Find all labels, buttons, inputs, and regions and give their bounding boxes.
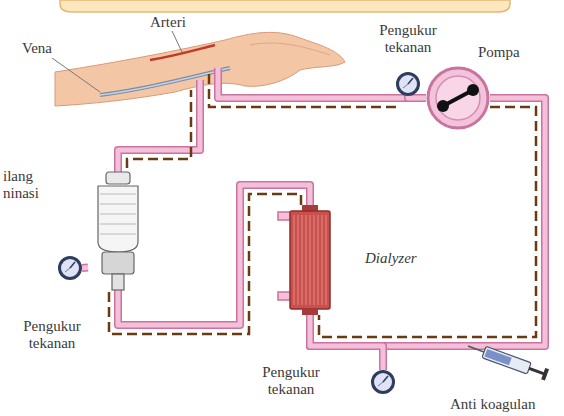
dialyzer-fiber bbox=[294, 215, 295, 305]
gauge-needle bbox=[383, 376, 388, 382]
gauge-needle bbox=[65, 268, 70, 272]
dialyzer-fiber bbox=[318, 215, 319, 305]
blood-tube bbox=[408, 96, 426, 98]
syringe-barrel bbox=[482, 346, 531, 374]
tube-highlight bbox=[118, 80, 200, 174]
gauge-label: Pengukur tekanan bbox=[251, 364, 331, 398]
blood-tube bbox=[310, 98, 545, 346]
air-trap-outline bbox=[88, 172, 148, 290]
hand-crease bbox=[250, 43, 330, 55]
vein-highlight bbox=[100, 68, 230, 95]
pressure-gauge: Pengukur tekanan bbox=[371, 370, 395, 394]
tube-highlight bbox=[82, 265, 88, 270]
blood-pump-label: Pompa bbox=[478, 44, 520, 61]
pump-rotor-ring bbox=[436, 76, 480, 120]
gauge-needle bbox=[70, 262, 75, 268]
trap-nozzle bbox=[112, 274, 124, 290]
blood-pump: Pompa bbox=[426, 66, 490, 130]
gauge-label: Pengukur tekanan bbox=[12, 318, 92, 352]
leader-line bbox=[52, 58, 100, 92]
pump-roller bbox=[437, 100, 449, 112]
tube-highlight bbox=[310, 98, 545, 346]
dialyzer-fiber bbox=[306, 215, 307, 305]
tube-highlight bbox=[310, 315, 468, 346]
gauge-needle bbox=[378, 382, 383, 386]
tube-connector-group bbox=[408, 96, 426, 98]
dialyzer-outline bbox=[290, 205, 330, 315]
dialyzer-cap bbox=[302, 309, 318, 315]
pressure-gauge-outline bbox=[371, 370, 395, 394]
dialyzer-fiber bbox=[310, 215, 311, 305]
gauge-dial bbox=[398, 74, 419, 95]
air-trap-label: ilang ninasi bbox=[3, 168, 47, 202]
dialyzer-fiber bbox=[322, 215, 323, 305]
syringe-fluid bbox=[485, 349, 512, 365]
pump-housing bbox=[428, 68, 488, 128]
blood-pump-outline bbox=[426, 66, 490, 130]
pressure-gauge-outline bbox=[396, 72, 420, 96]
trap-rib bbox=[100, 204, 136, 205]
pump-roller bbox=[467, 84, 479, 96]
blood-tube bbox=[118, 80, 200, 174]
flow-dash bbox=[127, 90, 191, 168]
pressure-gauge: Pengukur tekanan bbox=[396, 72, 420, 96]
tube-highlight bbox=[218, 68, 412, 98]
syringe-plunger bbox=[529, 368, 544, 373]
tube-highlight bbox=[408, 96, 426, 98]
vein-vessel bbox=[100, 68, 230, 95]
top-panel bbox=[60, 0, 510, 12]
dialyzer: Dialyzer bbox=[290, 205, 330, 315]
syringe-needle bbox=[468, 346, 484, 352]
trap-filter bbox=[102, 252, 134, 274]
pressure-gauge: Pengukur tekanan bbox=[58, 256, 82, 280]
tube-connector-group bbox=[82, 267, 88, 268]
dialyzer-label: Dialyzer bbox=[365, 250, 417, 267]
tube-connector-group bbox=[310, 315, 468, 346]
tube-highlight bbox=[310, 315, 383, 370]
gauge-dial bbox=[373, 372, 394, 393]
trap-rib bbox=[100, 194, 136, 195]
tube-connector-group bbox=[310, 98, 545, 346]
trap-chamber bbox=[98, 186, 138, 252]
dialyzer-fiber bbox=[302, 215, 303, 305]
flow-dash bbox=[209, 74, 400, 107]
dialyzer-fiber bbox=[326, 215, 327, 305]
part-label: Vena bbox=[22, 40, 52, 57]
syringe-thumb bbox=[541, 368, 549, 381]
flow-dash bbox=[319, 107, 536, 337]
blood-tube bbox=[118, 185, 310, 325]
gauge-needle bbox=[403, 84, 408, 88]
gauge-label: Pengukur tekanan bbox=[368, 22, 448, 56]
anticoagulant-syringe-outline bbox=[468, 338, 554, 382]
dialyzer-body bbox=[290, 211, 330, 309]
artery-vessel bbox=[150, 45, 215, 60]
dialyzer-fiber bbox=[314, 215, 315, 305]
blood-tube bbox=[218, 68, 412, 98]
tube-connector-group bbox=[310, 315, 383, 370]
trap-rib bbox=[100, 214, 136, 215]
syringe-body bbox=[482, 346, 549, 380]
air-trap: ilang ninasi bbox=[88, 172, 148, 290]
part-label: Arteri bbox=[150, 14, 186, 31]
blood-tube bbox=[310, 315, 468, 346]
trap-rib bbox=[100, 234, 136, 235]
dialyzer-cap bbox=[302, 205, 318, 211]
dialyzer-fiber bbox=[298, 215, 299, 305]
gauge-needle bbox=[408, 78, 413, 84]
gauge-dial bbox=[60, 258, 81, 279]
tube-connector-group bbox=[109, 185, 310, 334]
leader-line bbox=[172, 31, 182, 52]
blood-tube bbox=[82, 264, 88, 272]
blood-tube bbox=[310, 315, 383, 370]
trap-cap bbox=[106, 172, 130, 184]
pressure-gauge-outline bbox=[58, 256, 82, 280]
anticoagulant-syringe: Anti koagulan bbox=[468, 338, 554, 382]
tube-highlight bbox=[118, 185, 310, 325]
trap-rib bbox=[100, 224, 136, 225]
anticoagulant-syringe-label: Anti koagulan bbox=[450, 396, 535, 413]
